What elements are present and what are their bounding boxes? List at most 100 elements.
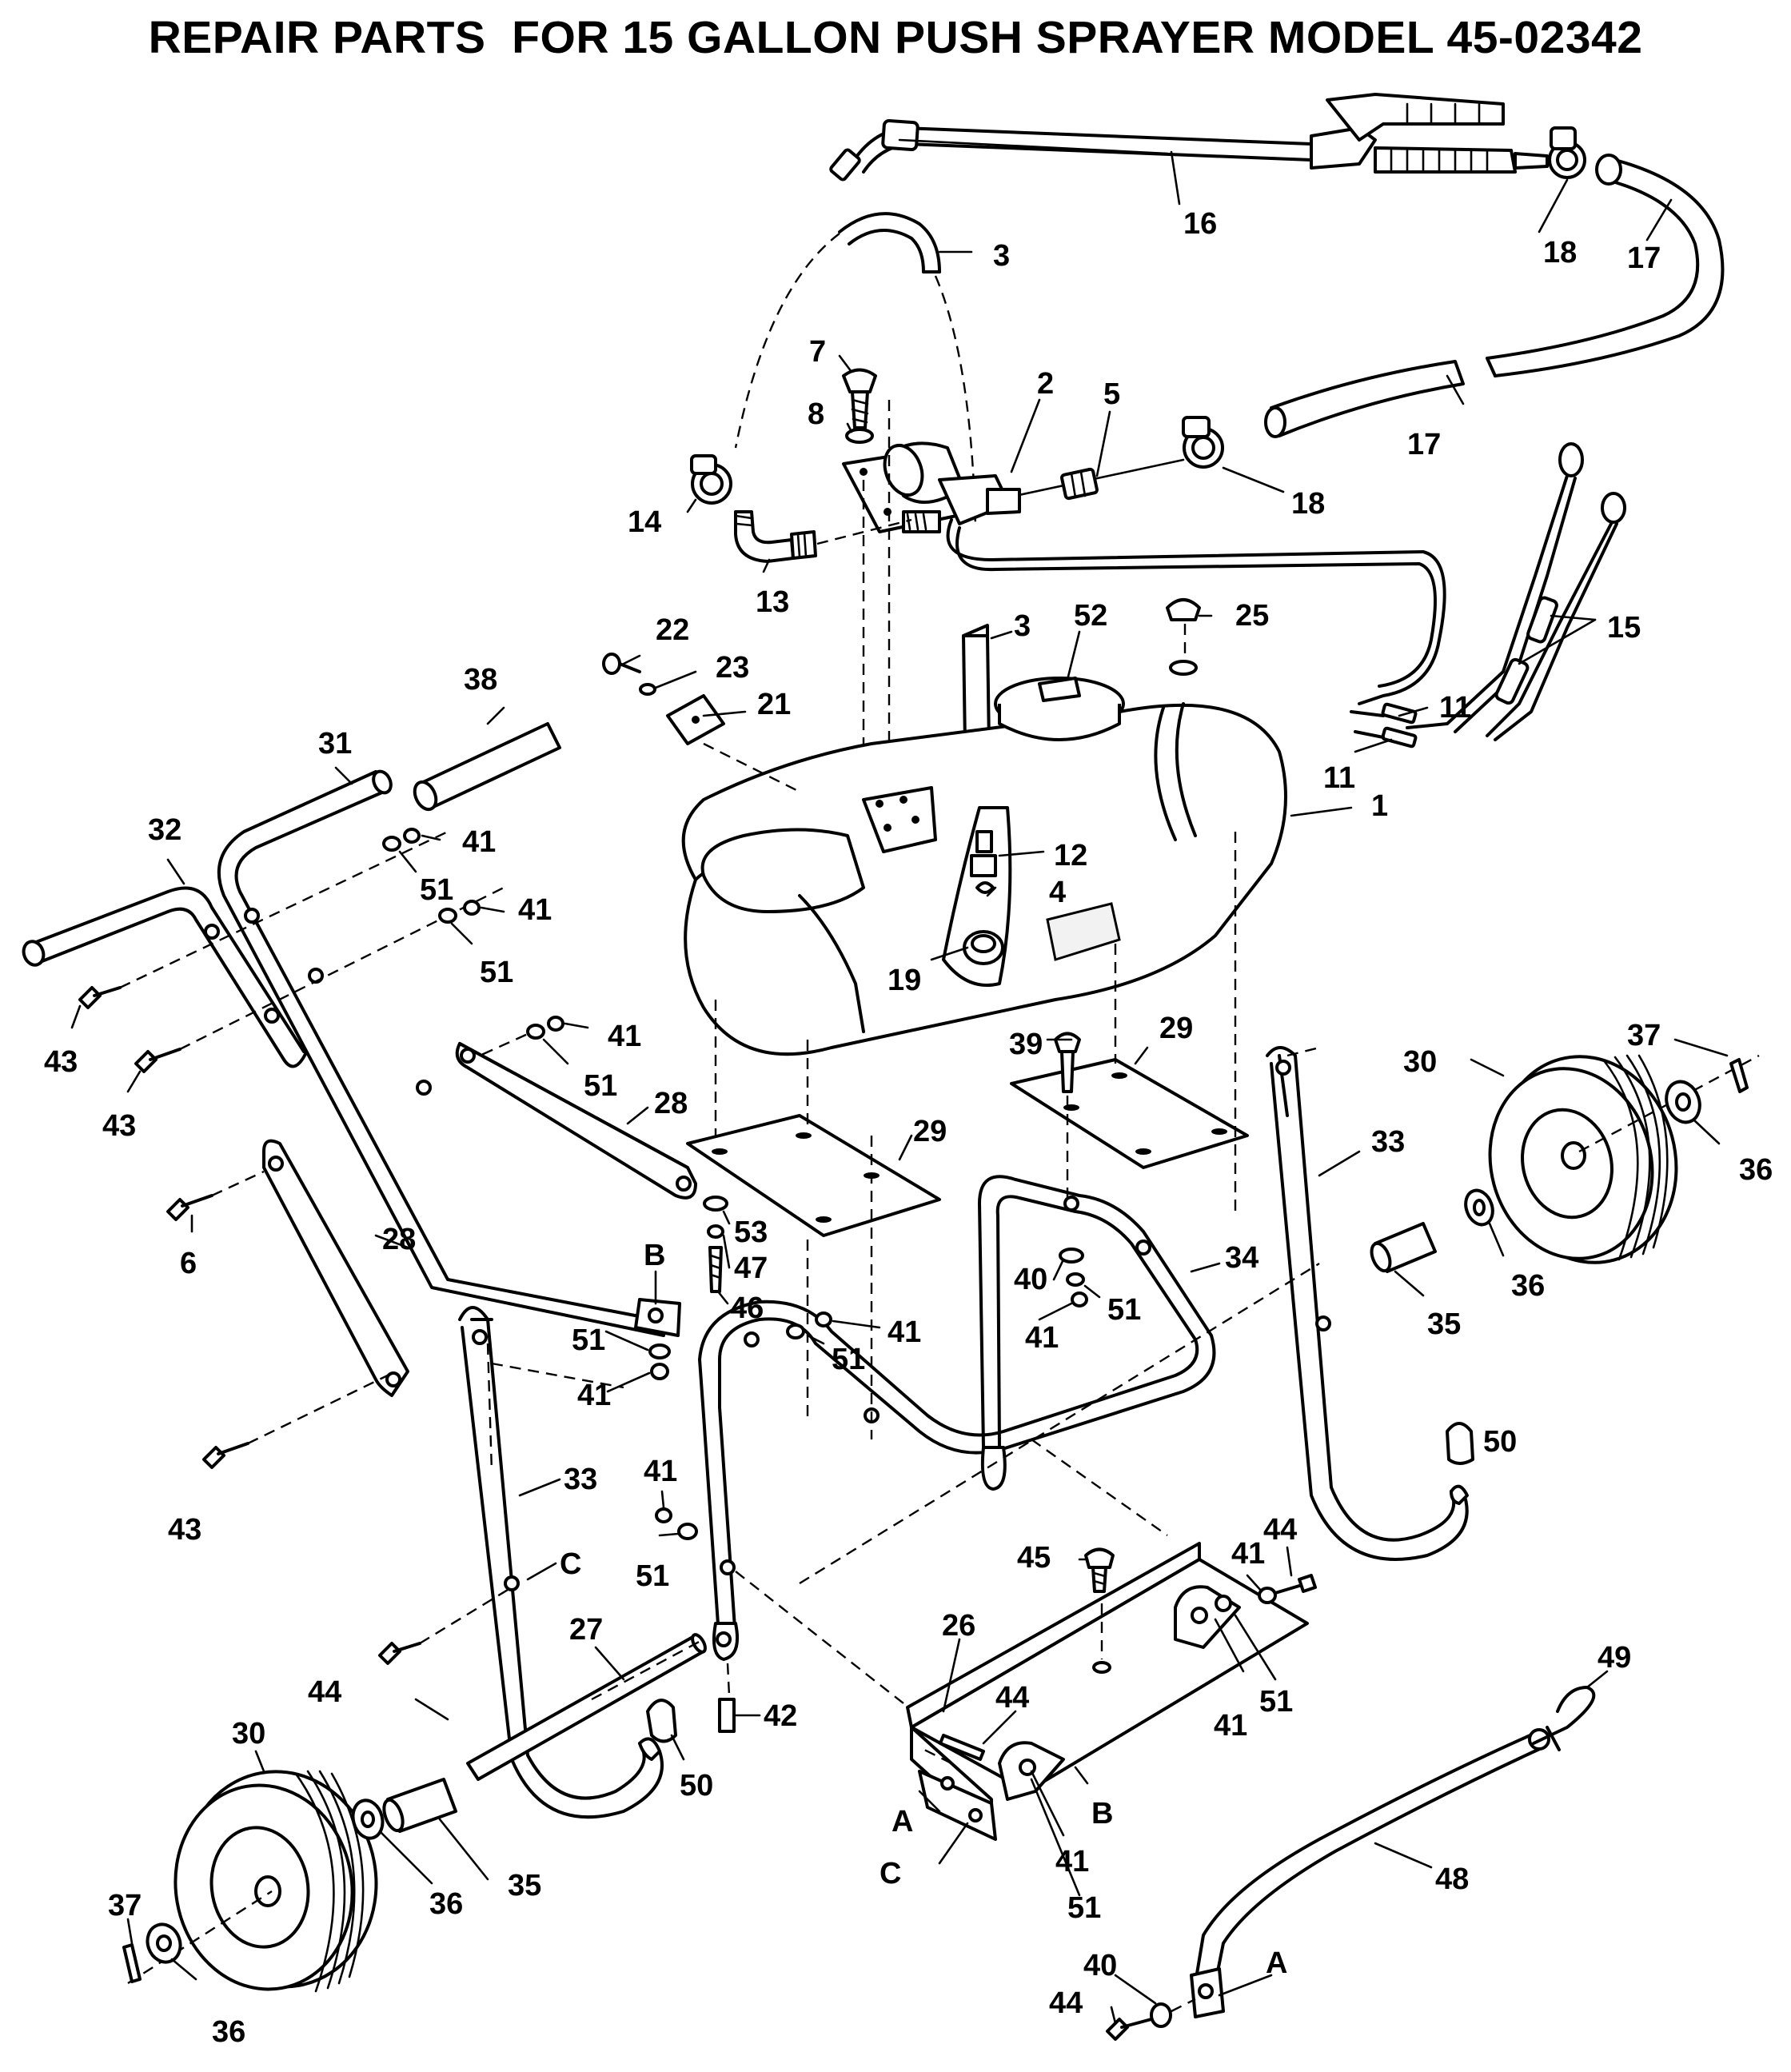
callout-11b: 11 [1323,761,1355,795]
callout-36c: 36 [429,1887,463,1921]
callout-5: 5 [1103,377,1120,411]
callout-53: 53 [734,1216,768,1249]
fitting-5 [1014,458,1185,501]
washer-51b [438,908,457,924]
callout-38: 38 [464,663,497,697]
callout-40a: 40 [1014,1263,1047,1296]
callout-43b: 43 [102,1109,136,1143]
callout-50a: 50 [1483,1425,1517,1459]
brace-28-upper [455,1018,697,1200]
grip-38 [413,722,561,812]
bolt-44-right [1274,1574,1317,1595]
mount-plate-29-left [686,1000,941,1237]
cotter-pin-37-upper [1729,1058,1749,1093]
callout-B2: B [1091,1797,1113,1830]
nut-41f [650,1363,669,1380]
end-cap-50-lower [646,1699,677,1743]
washer-51f [648,1343,671,1359]
washer-51g [677,1523,698,1540]
nut-41e [815,1311,832,1327]
bolt-44-bracket [939,1734,985,1761]
callout-27: 27 [569,1613,603,1647]
axle-27 [466,1262,1320,1781]
callout-C1: C [560,1547,581,1581]
nut-47 [707,1224,724,1239]
callout-52: 52 [1074,599,1107,633]
callout-43a: 43 [44,1045,78,1079]
callout-labels: 16 18 17 3 7 2 5 8 17 18 14 13 3 52 25 1… [44,207,1773,2049]
washer-40b [1150,1998,1196,2028]
callout-51e: 51 [572,1323,605,1357]
callout-44b: 44 [308,1675,341,1709]
callout-13: 13 [756,585,789,619]
nut-41d [1071,1292,1088,1307]
callout-7: 7 [809,335,826,369]
callout-16: 16 [1183,207,1217,241]
callout-33a: 33 [1371,1125,1405,1159]
brace-28-lower [262,1139,409,1397]
callout-47: 47 [734,1252,768,1285]
wiring-harness-15 [1350,442,1626,749]
washer-36b [1464,1188,1494,1227]
washer-51c [526,1024,545,1040]
stand-48 [1190,1728,1550,2018]
handle-32 [22,886,307,1068]
hose-clamp-14 [690,454,732,505]
callout-19: 19 [888,964,921,997]
nut-41c [547,1016,564,1032]
callout-41d: 41 [888,1315,921,1349]
end-cap-50-upper [1446,1422,1474,1465]
callout-11a: 11 [1439,691,1471,725]
callout-42: 42 [764,1699,797,1733]
page-title: REPAIR PARTS FOR 15 GALLON PUSH SPRAYER … [148,12,1643,63]
nut-41g [655,1507,672,1523]
callout-26: 26 [942,1609,975,1643]
washer-36c [351,1799,385,1840]
tank-1 [681,598,1287,1056]
callout-39: 39 [1009,1028,1043,1061]
pin-49 [1532,1686,1596,1751]
spacer-35-lower [382,1778,457,1833]
nut-41b [463,900,481,916]
washer-51a [382,836,401,852]
callout-41a: 41 [462,825,496,859]
callout-37a: 37 [1627,1019,1661,1052]
callout-18: 18 [1543,236,1577,269]
hose-3-top [734,212,977,529]
cotter-pin-37-lower [122,1943,142,1983]
callout-28a: 28 [654,1087,688,1120]
callout-36b: 36 [1511,1269,1545,1303]
callout-41c: 41 [608,1020,641,1053]
callout-3: 3 [993,239,1010,273]
hose-upper [1486,154,1725,377]
wheel-30-upper [1488,1054,1760,1264]
callout-44c: 44 [995,1681,1029,1715]
callout-3b: 3 [1014,609,1031,643]
callout-B1: B [644,1239,665,1272]
callout-36d: 36 [212,2015,245,2049]
callout-32: 32 [148,813,181,847]
callout-41b: 41 [518,893,552,927]
callout-41g: 41 [644,1455,677,1488]
bracket-21 [666,694,800,793]
spacer-35-upper [1370,1222,1437,1273]
bolt-44-left [378,1586,513,1665]
callout-28b: 28 [382,1223,416,1256]
callout-48: 48 [1435,1862,1469,1896]
callout-51h: 51 [1259,1685,1293,1719]
callout-14: 14 [628,505,661,539]
callout-51c: 51 [584,1069,617,1103]
callout-51f: 51 [832,1343,865,1376]
callout-50b: 50 [680,1769,713,1803]
callout-30b: 30 [232,1717,265,1751]
callout-41i: 41 [1214,1709,1247,1743]
callout-35a: 35 [1427,1307,1461,1341]
callout-34: 34 [1225,1241,1258,1275]
callout-21: 21 [757,688,791,721]
handle-31 [217,769,681,1337]
callout-8: 8 [808,397,824,431]
hose-clamp-lower [1182,416,1224,469]
bolt-43-upper [78,830,449,1009]
callout-31: 31 [318,727,352,761]
